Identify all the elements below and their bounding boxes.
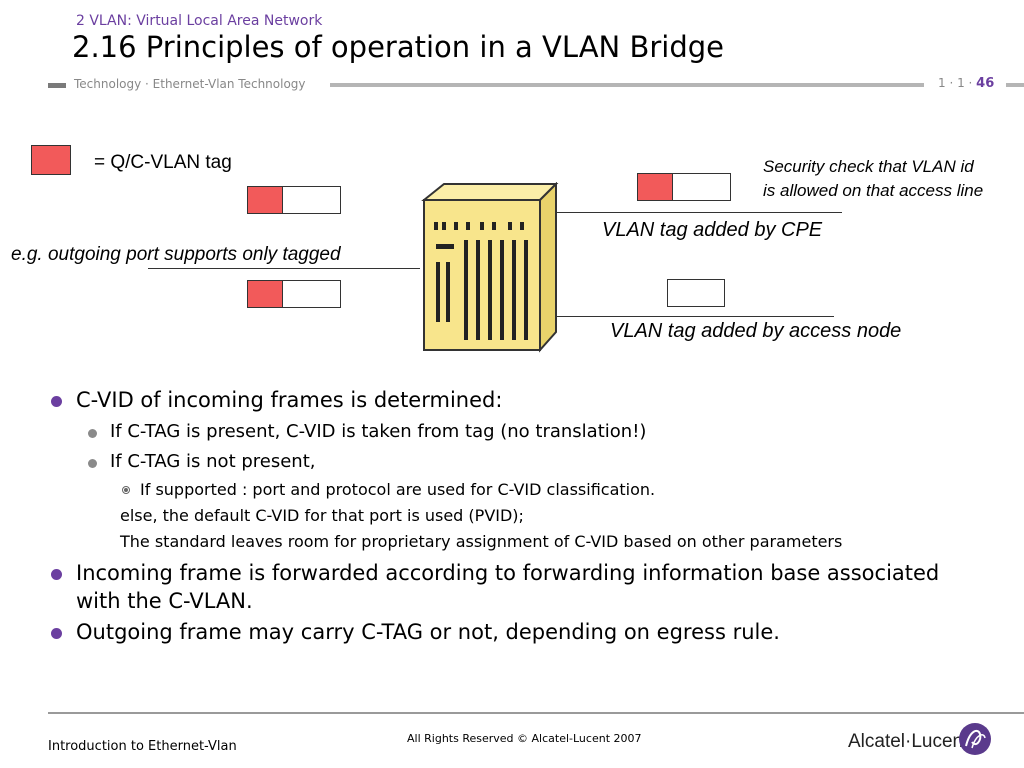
bullet-dot xyxy=(88,459,97,468)
band-line xyxy=(330,83,924,87)
footer-divider xyxy=(48,712,1024,714)
breadcrumb: Technology · Ethernet-Vlan Technology xyxy=(74,77,306,91)
legend-tag-swatch xyxy=(31,145,71,175)
section-label: 2 VLAN: Virtual Local Area Network xyxy=(76,13,323,29)
course-name: Introduction to Ethernet-Vlan xyxy=(48,739,237,754)
access-node-annotation: VLAN tag added by access node xyxy=(610,320,902,342)
bullet-dot xyxy=(88,429,97,438)
security-check-annotation: Security check that VLAN id xyxy=(763,157,974,176)
bullet-item: C-VID of incoming frames is determined: xyxy=(48,386,978,414)
outgoing-port-line xyxy=(148,268,420,269)
page-title: 2.16 Principles of operation in a VLAN B… xyxy=(72,30,724,64)
band-marker xyxy=(48,83,66,88)
cpe-annotation: VLAN tag added by CPE xyxy=(602,219,823,241)
frame-tagged-upper-left xyxy=(247,186,341,214)
frame-tagged-lower-left xyxy=(247,280,341,308)
sub-sub-text: else, the default C-VID for that port is… xyxy=(120,506,524,525)
frame-tagged-upper-right xyxy=(637,173,731,201)
access-node-line xyxy=(556,316,834,317)
tag-segment xyxy=(248,281,283,307)
sub-bullet-item: If C-TAG is not present, xyxy=(48,447,978,477)
bullet-item: Incoming frame is forwarded according to… xyxy=(48,559,978,615)
tag-segment xyxy=(248,187,283,213)
sub-sub-bullet-item: If supported : port and protocol are use… xyxy=(48,477,978,503)
cpe-line xyxy=(556,212,842,213)
sub-bullet-item: If C-TAG is present, C-VID is taken from… xyxy=(48,417,978,447)
header-band: Technology · Ethernet-Vlan Technology 1 … xyxy=(0,76,1024,94)
outgoing-port-annotation: e.g. outgoing port supports only tagged xyxy=(11,244,341,265)
bridge-device-icon xyxy=(421,182,559,353)
tag-segment xyxy=(638,174,673,200)
bullet-dot xyxy=(51,396,62,407)
alcatel-lucent-logo-icon xyxy=(959,723,991,755)
sub-sub-text: The standard leaves room for proprietary… xyxy=(120,532,843,551)
security-check-annotation-2: is allowed on that access line xyxy=(763,181,984,200)
band-line-end xyxy=(1006,83,1024,87)
copyright: All Rights Reserved © Alcatel-Lucent 200… xyxy=(407,732,642,745)
bullet-dot xyxy=(51,569,62,580)
legend-label: = Q/C-VLAN tag xyxy=(94,152,232,173)
bullet-ring-icon xyxy=(122,486,130,494)
bullet-item: Outgoing frame may carry C-TAG or not, d… xyxy=(48,618,978,646)
bullet-list: C-VID of incoming frames is determined: … xyxy=(48,386,978,649)
company-logo-text: Alcatel·Lucent xyxy=(848,731,969,752)
page-number: 1 · 1 · 46 xyxy=(938,76,995,91)
frame-untagged-lower-right xyxy=(667,279,725,307)
bullet-dot xyxy=(51,628,62,639)
